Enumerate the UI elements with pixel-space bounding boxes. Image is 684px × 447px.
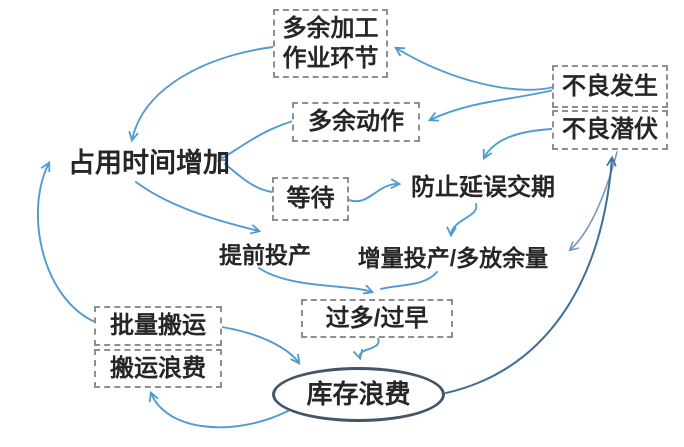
node-early-production: 提前投产 [219,241,311,268]
node-batch-transport: 批量搬运 [94,306,222,346]
edge-prevent-delay-to-incremental-production [451,203,478,235]
edge-excess-processing-to-occupied-time [132,46,274,140]
edge-batch-transport-to-inventory-waste [221,326,299,363]
edge-inventory-waste-to-transport-waste [151,393,289,429]
node-defect-occurrence: 不良发生 [552,65,668,108]
node-prevent-delivery-delay: 防止延误交期 [411,174,555,201]
edge-waiting-to-prevent-delivery-delay [348,184,399,203]
node-waiting: 等待 [272,177,349,221]
node-excess-processing-steps: 多余加工 作业环节 [273,9,388,78]
node-incremental-production: 增量投产/多放余量 [357,244,549,271]
edge-defect-occurrence-to-excess-processing [396,48,555,91]
edge-defect-latent-to-prevent-delivery-delay [484,128,553,158]
edge-early-production-to-too-much [258,267,372,292]
node-excess-motion: 多余动作 [292,102,420,142]
edge-waiting-to-occupied-time [224,163,273,193]
node-too-much-too-early: 过多/过早 [301,299,453,338]
node-inventory-waste: 库存浪费 [272,367,445,422]
edge-batch-transport-to-occupied-time [37,163,96,323]
edge-too-much-to-inventory-waste [360,337,380,358]
edge-occupied-time-to-early-production [135,181,259,231]
node-transport-waste: 搬运浪费 [94,349,222,388]
edge-incremental-production-to-too-much [380,271,438,290]
edge-excess-motion-to-occupied-time [219,120,294,160]
edge-defect-latent-to-incremental-production [570,151,618,250]
node-occupied-time-increase: 占用时间增加 [68,148,230,179]
node-defect-latent: 不良潜伏 [552,110,668,150]
edge-defect-occurrence-to-excess-motion [430,89,555,120]
edge-inventory-waste-to-defect-latent [445,158,612,394]
